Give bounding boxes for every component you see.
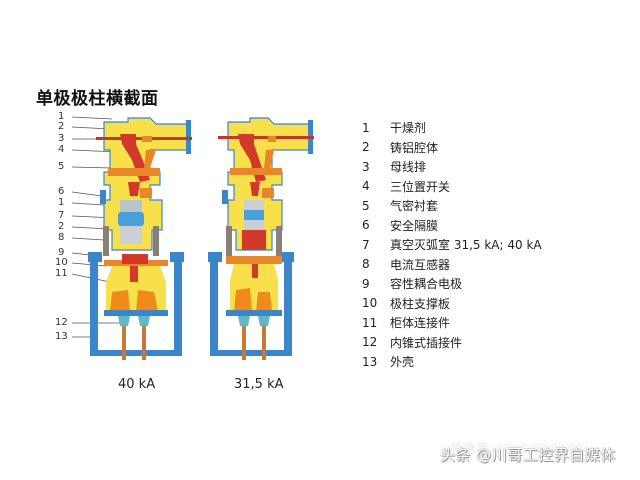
callout-1: 1	[58, 111, 65, 122]
legend-label: 母线排	[390, 160, 427, 175]
legend-item: 2 铸铝腔体	[362, 138, 542, 158]
diagram-40ka-drawing	[88, 117, 192, 360]
caption-40ka: 40 kA	[118, 377, 156, 392]
legend-label: 电流互感器	[390, 257, 451, 272]
callout-9: 9	[58, 247, 65, 258]
callout-2: 2	[58, 121, 65, 132]
diagram-31-5ka-drawing	[208, 117, 314, 360]
legend-num: 7	[362, 237, 370, 252]
legend-num: 1	[362, 120, 370, 135]
legend-item: 6 安全隔膜	[362, 216, 542, 236]
legend-item: 3 母线排	[362, 157, 542, 177]
legend-item: 4 三位置开关	[362, 177, 542, 197]
legend-label: 外壳	[390, 355, 415, 370]
callout-12: 12	[55, 317, 68, 328]
legend-num: 13	[362, 354, 378, 369]
legend-item: 5 气密衬套	[362, 196, 542, 216]
legend-num: 2	[362, 140, 370, 155]
legend-item: 9 容性耦合电极	[362, 274, 542, 294]
legend-num: 11	[362, 315, 378, 330]
legend-item: 12 内锥式插接件	[362, 333, 542, 353]
legend-num: 8	[362, 257, 370, 272]
callout-11: 11	[55, 268, 68, 279]
legend-label: 气密衬套	[390, 199, 439, 214]
caption-31-5ka: 31,5 kA	[234, 377, 284, 392]
callout-7: 7	[58, 210, 65, 221]
page-title: 单极极柱横截面	[36, 89, 159, 109]
legend-item: 11 柜体连接件	[362, 313, 542, 333]
watermark-wechat: 微信号: hlhdx958888	[450, 442, 584, 457]
callout-6: 6	[58, 186, 65, 197]
watermark-toutiao: 头条 @川哥工控界自媒体	[440, 446, 616, 464]
legend-item: 7 真空灭弧室 31,5 kA; 40 kA	[362, 235, 542, 255]
legend-label: 内锥式插接件	[390, 335, 463, 350]
legend-label: 铸铝腔体	[390, 140, 439, 155]
legend-num: 3	[362, 159, 370, 174]
callout-1b: 1	[58, 197, 65, 208]
legend-item: 8 电流互感器	[362, 255, 542, 275]
callout-4: 4	[58, 144, 65, 155]
legend: 1 干燥剂 2 铸铝腔体 3 母线排 4 三位置开关 5 气密衬套 6 安全隔膜 7 真空灭弧…	[362, 118, 542, 372]
legend-item: 13 外壳	[362, 352, 542, 372]
callout-2b: 2	[58, 221, 65, 232]
legend-label: 真空灭弧室 31,5 kA; 40 kA	[390, 238, 542, 253]
legend-label: 柜体连接件	[390, 316, 451, 331]
legend-label: 干燥剂	[390, 121, 427, 136]
legend-label: 三位置开关	[390, 179, 451, 194]
callout-8: 8	[58, 232, 65, 243]
legend-num: 9	[362, 276, 370, 291]
legend-label: 安全隔膜	[390, 218, 439, 233]
callout-5: 5	[58, 161, 65, 172]
legend-item: 10 极柱支撑板	[362, 294, 542, 314]
callout-13: 13	[55, 331, 68, 342]
callout-10: 10	[55, 257, 68, 268]
legend-num: 4	[362, 179, 370, 194]
legend-label: 极柱支撑板	[390, 296, 451, 311]
legend-num: 5	[362, 198, 370, 213]
legend-item: 1 干燥剂	[362, 118, 542, 138]
legend-num: 12	[362, 335, 378, 350]
legend-num: 6	[362, 218, 370, 233]
legend-num: 10	[362, 296, 378, 311]
legend-label: 容性耦合电极	[390, 277, 463, 292]
callout-3: 3	[58, 133, 65, 144]
